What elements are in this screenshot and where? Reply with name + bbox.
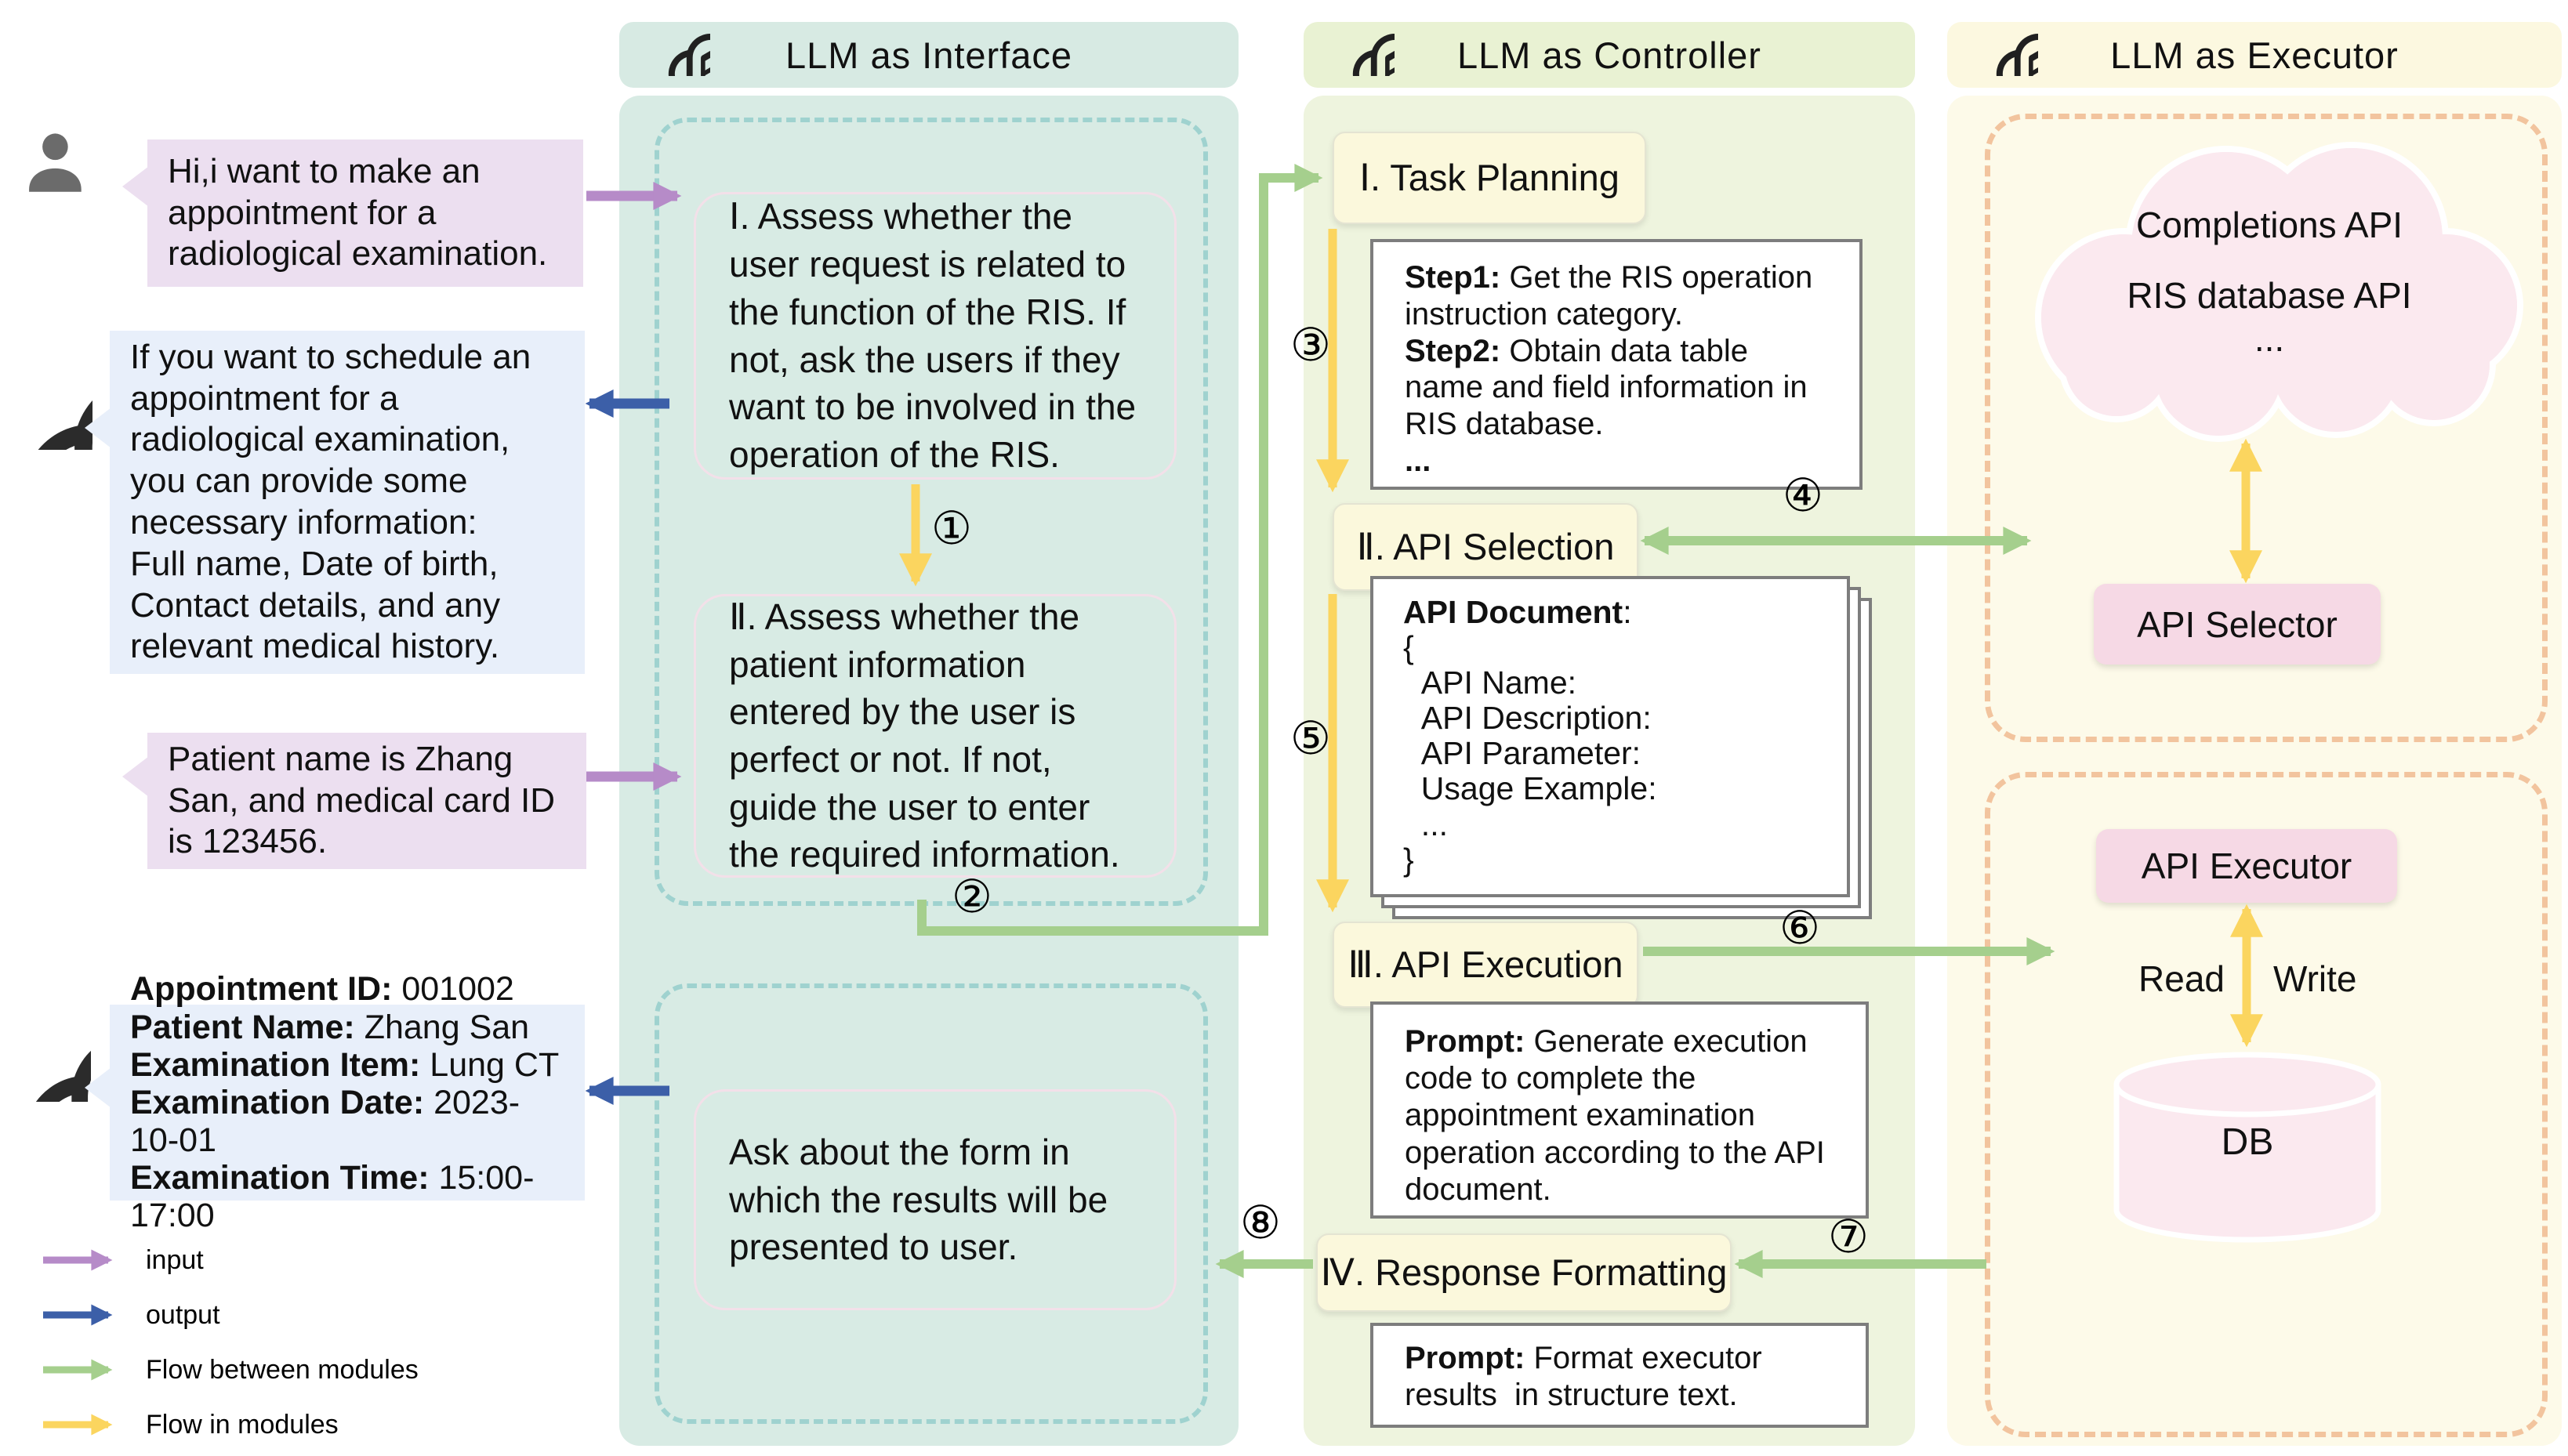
controller-header: LLM as Controller (1304, 22, 1915, 88)
db-label: DB (2221, 1121, 2274, 1163)
flow-step-4: ④ (1783, 470, 1823, 521)
api-executor-box: API Executor (2096, 829, 2397, 903)
cloud-api-line-1: Completions API (2135, 205, 2403, 245)
executor-selector-container (1985, 114, 2548, 742)
chat-bubble-assistant-2: Appointment ID: 001002 Patient Name: Zha… (110, 970, 585, 1234)
read-label: Read (2138, 958, 2225, 999)
api-cloud: Completions API RIS database API ... (2007, 129, 2532, 443)
write-label: Write (2273, 958, 2357, 999)
interface-rule-text-1: Ⅰ. Assess whether the user request is re… (729, 196, 1137, 475)
chat-text: Hi,i want to make an appointment for a r… (168, 151, 548, 273)
appointment-row: Patient Name: Zhang San (130, 1008, 530, 1046)
chat-bubble-user-1: Hi,i want to make an appointment for a r… (147, 139, 583, 287)
openai-icon (22, 1033, 91, 1102)
controller-task-steps-box: Step1: Get the RIS operation instruction… (1370, 239, 1863, 490)
flow-step-3: ③ (1290, 320, 1331, 371)
executor-header: LLM as Executor (1947, 22, 2562, 88)
flow-step-7: ⑦ (1828, 1212, 1869, 1262)
api-doc-line: { (1403, 629, 1414, 666)
chat-bubble-assistant-1: If you want to schedule an appointment f… (110, 331, 585, 674)
interface-rule-box-2: Ⅱ. Assess whether the patient informatio… (694, 594, 1177, 878)
controller-prompt-box-2: Prompt: Format executor results in struc… (1370, 1323, 1869, 1428)
appointment-row: Examination Item: Lung CT (130, 1045, 560, 1084)
prompt-text: Prompt: Format executor results in struc… (1405, 1341, 1771, 1413)
openai-icon (20, 378, 92, 450)
appointment-row: Examination Time: 15:00-17:00 (130, 1159, 535, 1235)
heading-text: Ⅲ. API Execution (1347, 944, 1623, 985)
legend-label-output: output (146, 1300, 220, 1330)
api-doc-line: Usage Example: (1403, 770, 1657, 807)
heading-text: Ⅱ. API Selection (1356, 526, 1615, 567)
interface-rule-text-2: Ⅱ. Assess whether the patient informatio… (729, 596, 1120, 875)
api-document-box: API Document: { API Name: API Descriptio… (1370, 576, 1850, 897)
api-doc-title: API Document: (1403, 594, 1632, 630)
step-line: Step1: Get the RIS operation instruction… (1405, 260, 1822, 331)
flow-step-6: ⑥ (1779, 903, 1820, 954)
flow-step-5: ⑤ (1290, 713, 1331, 764)
flow-step-8: ⑧ (1240, 1197, 1281, 1248)
interface-ask-text: Ask about the form in which the results … (729, 1131, 1108, 1268)
interface-result-container (655, 983, 1208, 1424)
executor-title: LLM as Executor (2110, 34, 2399, 76)
controller-title: LLM as Controller (1457, 34, 1761, 76)
appointment-row: Examination Date: 2023-10-01 (130, 1083, 520, 1160)
flow-step-1: ① (931, 503, 972, 554)
bubble-tail (122, 166, 149, 207)
step-ellipsis: ... (1405, 443, 1431, 478)
api-executor-label: API Executor (2141, 846, 2352, 886)
bubble-tail (85, 407, 111, 448)
user-icon (29, 133, 82, 192)
database-cylinder: DB (2110, 1049, 2385, 1252)
controller-step-response-formatting: Ⅳ. Response Formatting (1316, 1233, 1732, 1312)
api-doc-line: API Parameter: (1403, 735, 1641, 772)
step-line: Step2: Obtain data table name and field … (1405, 333, 1816, 442)
bubble-tail (122, 756, 149, 797)
heading-text: Ⅳ. Response Formatting (1320, 1251, 1728, 1293)
interface-rule-box-1: Ⅰ. Assess whether the user request is re… (694, 192, 1177, 480)
heading-text: Ⅰ. Task Planning (1359, 157, 1620, 198)
controller-prompt-box-1: Prompt: Generate execution code to compl… (1370, 1001, 1869, 1219)
interface-ask-box: Ask about the form in which the results … (694, 1089, 1177, 1310)
api-doc-line: API Description: (1403, 700, 1652, 737)
bubble-tail (85, 1067, 111, 1108)
chat-text: Patient name is Zhang San, and medical c… (168, 739, 556, 861)
cloud-shape-icon (2035, 142, 2523, 442)
api-selector-label: API Selector (2137, 603, 2338, 645)
api-doc-line: ... (1403, 806, 1448, 842)
api-selector-box: API Selector (2094, 584, 2381, 665)
api-doc-line: } (1403, 841, 1414, 878)
controller-step-task-planning: Ⅰ. Task Planning (1333, 132, 1646, 224)
db-cylinder-icon (2113, 1052, 2381, 1243)
legend-label-input: input (146, 1245, 204, 1275)
executor-db-container (1985, 772, 2548, 1437)
interface-title: LLM as Interface (785, 34, 1073, 76)
api-doc-line: API Name: (1403, 665, 1577, 701)
legend-label-flow-between: Flow between modules (146, 1355, 419, 1385)
flow-step-2: ② (952, 871, 992, 922)
user-icon (24, 743, 89, 812)
appointment-row: Appointment ID: 001002 (130, 970, 514, 1009)
chat-text: If you want to schedule an appointment f… (130, 337, 531, 666)
chat-bubble-user-2: Patient name is Zhang San, and medical c… (147, 733, 586, 869)
prompt-text: Prompt: Generate execution code to compl… (1405, 1024, 1834, 1207)
cloud-api-line-2: RIS database API (2127, 275, 2412, 316)
legend-label-flow-in: Flow in modules (146, 1410, 339, 1440)
controller-step-api-execution: Ⅲ. API Execution (1333, 922, 1638, 1008)
interface-header: LLM as Interface (619, 22, 1239, 88)
cloud-api-line-3: ... (2254, 318, 2285, 359)
